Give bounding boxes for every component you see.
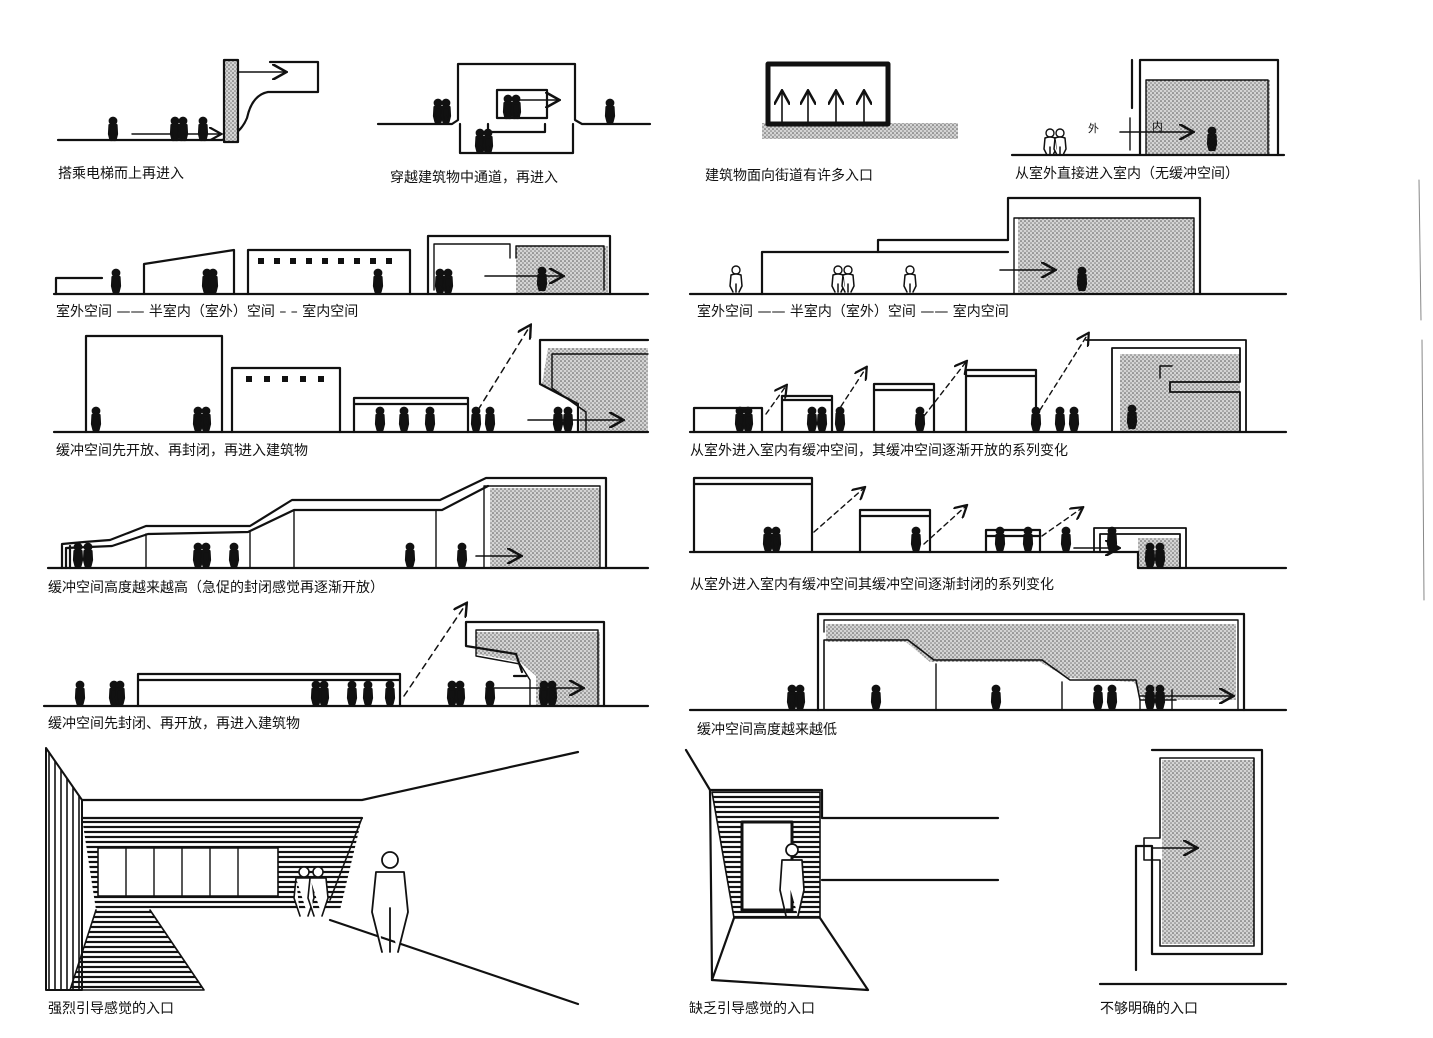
sketch-weak-guidance-entrance	[684, 748, 1000, 992]
sketch-gradually-closing	[688, 476, 1288, 570]
caption-many-entrances: 建筑物面向街道有许多入口	[705, 168, 873, 184]
sketch-unclear-entrance-plan	[1098, 748, 1288, 986]
sketch-outdoor-semi-indoor-right	[688, 196, 1288, 296]
sketch-direct-entry	[1010, 58, 1286, 157]
caption-rising-height: 缓冲空间高度越来越高（急促的封闭感觉再逐渐开放）	[48, 580, 384, 596]
sketch-through-passage	[376, 62, 652, 155]
sketch-open-then-closed	[52, 326, 650, 434]
caption-open-then-closed: 缓冲空间先开放、再封闭，再进入建筑物	[56, 443, 308, 459]
caption-direct-entry: 从室外直接进入室内（无缓冲空间）	[1015, 166, 1239, 182]
caption-space-sequence-left: 室外空间 —— 半室内（室外）空间 – – 室内空间	[56, 304, 359, 320]
caption-decreasing-height: 缓冲空间高度越来越低	[697, 722, 837, 738]
caption-unclear-entrance: 不够明确的入口	[1100, 1001, 1198, 1017]
sketch-strong-guidance-entrance	[45, 747, 580, 1006]
sketch-many-entrances	[762, 61, 958, 139]
caption-gradually-closing: 从室外进入室内有缓冲空间其缓冲空间逐渐封闭的系列变化	[690, 577, 1054, 593]
caption-through-passage: 穿越建筑物中通道，再进入	[390, 170, 558, 186]
label-outside: 外	[1088, 122, 1099, 135]
caption-closed-then-open: 缓冲空间先封闭、再开放，再进入建筑物	[48, 716, 300, 732]
caption-gradually-opening: 从室外进入室内有缓冲空间，其缓冲空间逐渐开放的系列变化	[690, 443, 1068, 459]
sketch-rising-height	[46, 476, 650, 570]
sketch-elevator	[56, 58, 320, 144]
sketch-closed-then-open	[42, 604, 650, 708]
caption-weak-guidance: 缺乏引导感觉的入口	[689, 1001, 815, 1017]
sketch-outdoor-semi-indoor-left	[52, 234, 650, 296]
sketch-decreasing-height	[688, 612, 1288, 712]
caption-elevator: 搭乘电梯而上再进入	[58, 166, 184, 182]
sketch-gradually-opening	[688, 334, 1288, 434]
caption-space-sequence-right: 室外空间 —— 半室内（室外）空间 —— 室内空间	[697, 304, 1009, 320]
label-inside: 内	[1152, 120, 1163, 133]
caption-strong-guidance: 强烈引导感觉的入口	[48, 1001, 174, 1017]
